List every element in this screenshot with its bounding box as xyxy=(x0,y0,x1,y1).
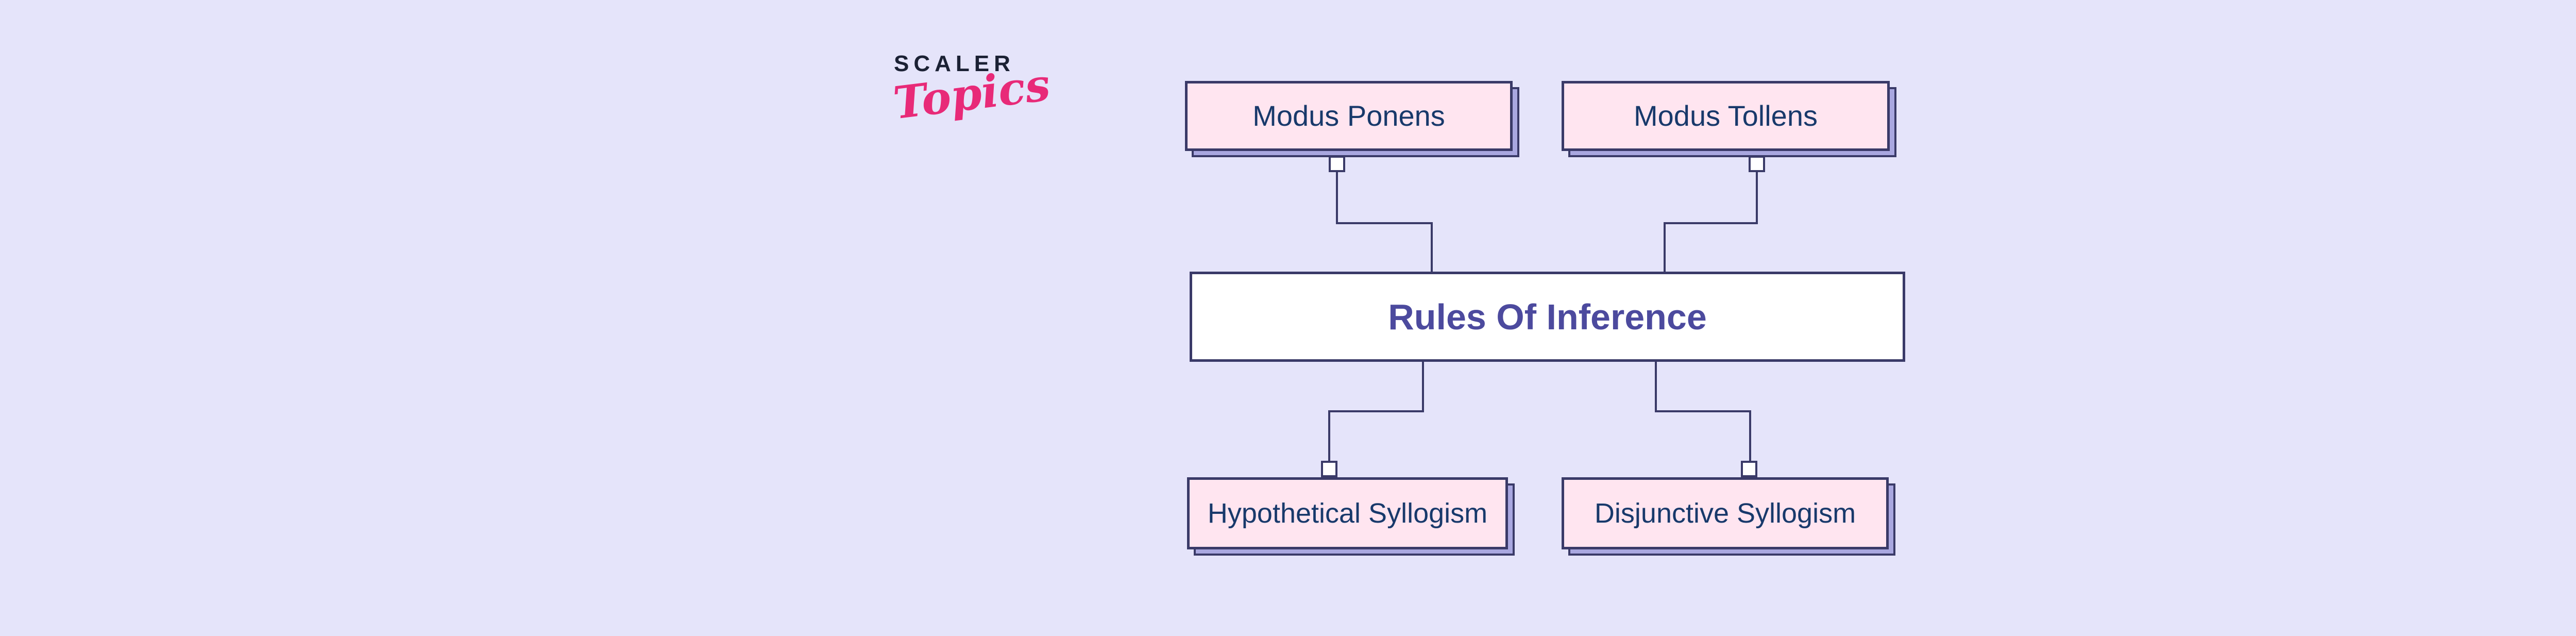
line-segment xyxy=(1749,410,1751,462)
line-segment xyxy=(1664,222,1758,224)
connector-stub-disjunctive-syllogism xyxy=(1741,461,1757,477)
line-segment xyxy=(1655,410,1751,412)
node-disjunctive-syllogism: Disjunctive Syllogism xyxy=(1562,477,1895,556)
node-modus-ponens: Modus Ponens xyxy=(1185,81,1519,157)
node-label: Modus Tollens xyxy=(1634,99,1818,132)
line-segment xyxy=(1328,410,1330,462)
node-label: Disjunctive Syllogism xyxy=(1594,498,1856,529)
connector-stub-modus-tollens xyxy=(1749,156,1765,172)
line-segment xyxy=(1422,361,1424,412)
node-face: Rules Of Inference xyxy=(1190,272,1905,362)
node-label: Hypothetical Syllogism xyxy=(1207,498,1488,529)
node-face: Disjunctive Syllogism xyxy=(1562,477,1889,549)
line-segment xyxy=(1655,361,1657,412)
node-label: Modus Ponens xyxy=(1252,99,1445,132)
node-face: Hypothetical Syllogism xyxy=(1187,477,1508,549)
node-hypothetical-syllogism: Hypothetical Syllogism xyxy=(1187,477,1515,556)
line-segment xyxy=(1431,222,1433,273)
line-segment xyxy=(1336,222,1433,224)
line-segment xyxy=(1664,222,1666,273)
node-face: Modus Ponens xyxy=(1185,81,1513,151)
logo-brand-text: SCALER xyxy=(894,51,1015,76)
connector-stub-modus-ponens xyxy=(1329,156,1345,172)
node-title-label: Rules Of Inference xyxy=(1388,296,1707,337)
line-segment xyxy=(1756,171,1758,224)
line-segment xyxy=(1336,171,1338,224)
node-face: Modus Tollens xyxy=(1562,81,1890,151)
connector-stub-hypothetical-syllogism xyxy=(1321,461,1337,477)
node-modus-tollens: Modus Tollens xyxy=(1562,81,1896,157)
node-rules-of-inference: Rules Of Inference xyxy=(1190,272,1905,362)
scaler-topics-logo: SCALER Topics xyxy=(891,51,1053,130)
line-segment xyxy=(1328,410,1424,412)
